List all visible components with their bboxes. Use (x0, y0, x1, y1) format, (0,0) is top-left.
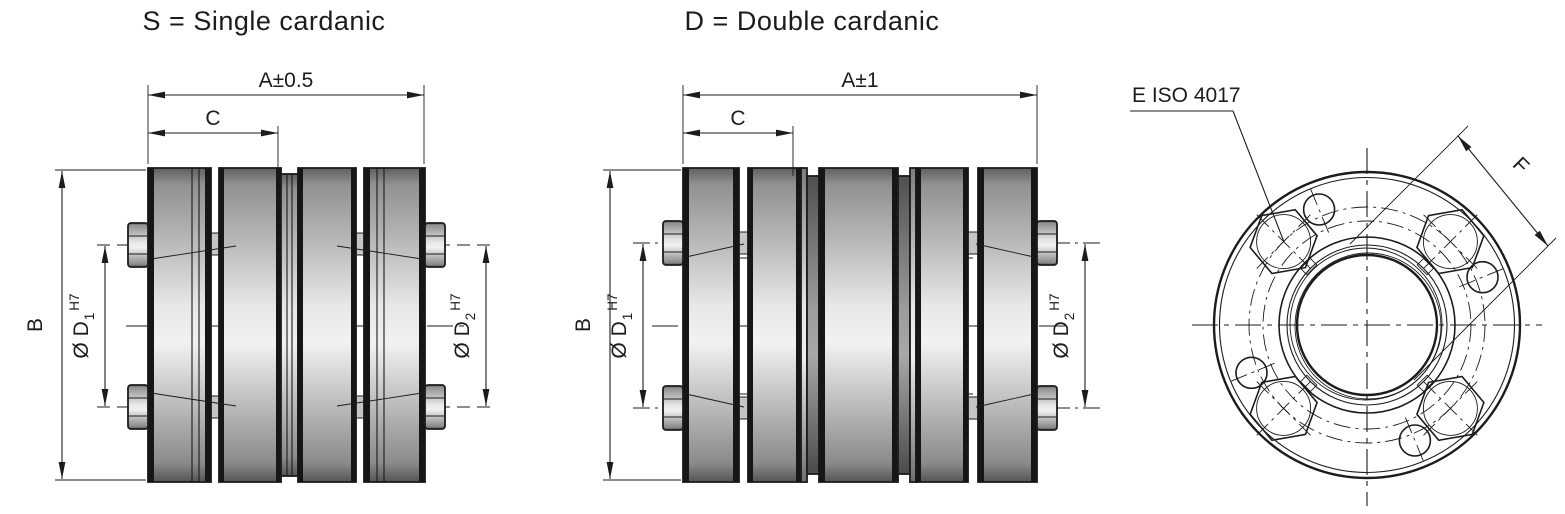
hex-screw-bottom-right (1416, 375, 1485, 442)
screw-spec-callout: E ISO 4017 (1130, 84, 1285, 243)
dim-f-label: F (1508, 153, 1533, 178)
clamp-screw-left-top (127, 222, 149, 268)
clamp-screw-left-bottom (662, 385, 684, 431)
dim-b-double: B (572, 169, 681, 481)
screw-spec-label: E ISO 4017 (1132, 84, 1241, 107)
clamp-screw-right-top (1036, 220, 1058, 266)
single-view-title: S = Single cardanic (143, 6, 386, 36)
dim-a-double-label: A±1 (841, 69, 878, 92)
clamp-screw-right-bottom (1036, 385, 1058, 431)
screw-hole (1459, 260, 1506, 294)
single-coupling-body (147, 167, 426, 483)
dim-d2-single-label: Ø D2H7 (448, 293, 478, 358)
clamp-screw-right-top (424, 222, 446, 268)
dim-b-double-label: B (572, 318, 595, 332)
dim-d1-single-label: Ø D1H7 (67, 293, 97, 358)
clamp-screw-left-bottom (127, 384, 149, 430)
dim-a-single: A±0.5 (147, 69, 425, 164)
dim-d1-double: Ø D1H7 (605, 244, 647, 407)
dim-a-single-label: A±0.5 (259, 69, 314, 92)
dim-d1-double-label: Ø D1H7 (605, 293, 635, 358)
dim-d2-single: Ø D2H7 (448, 246, 490, 406)
double-cardanic-view: D = Double cardanic (572, 6, 1100, 483)
clamp-screw-left-top (662, 220, 684, 266)
dim-d2-double-label: Ø D2H7 (1047, 293, 1077, 358)
double-view-title: D = Double cardanic (685, 6, 940, 36)
clamp-screw-right-bottom (424, 384, 446, 430)
dim-b-single: B (24, 169, 146, 481)
dim-b-single-label: B (24, 318, 47, 332)
screw-hole (1398, 417, 1432, 464)
screw-hole (1302, 186, 1336, 233)
dim-c-double: C (683, 107, 794, 176)
dim-d2-double: Ø D2H7 (1047, 244, 1089, 407)
front-view: E ISO 4017 F (1130, 84, 1557, 506)
screw-hole (1228, 356, 1275, 390)
hex-screw-bottom-left (1249, 375, 1318, 442)
single-cardanic-view: S = Single cardanic (24, 6, 497, 483)
dim-c-single-label: C (205, 107, 220, 130)
double-coupling-body (682, 167, 1038, 483)
dim-c-single: C (148, 107, 279, 176)
dim-c-double-label: C (730, 107, 745, 130)
dim-a-double: A±1 (682, 69, 1038, 164)
dim-d1-single: Ø D1H7 (67, 246, 109, 406)
